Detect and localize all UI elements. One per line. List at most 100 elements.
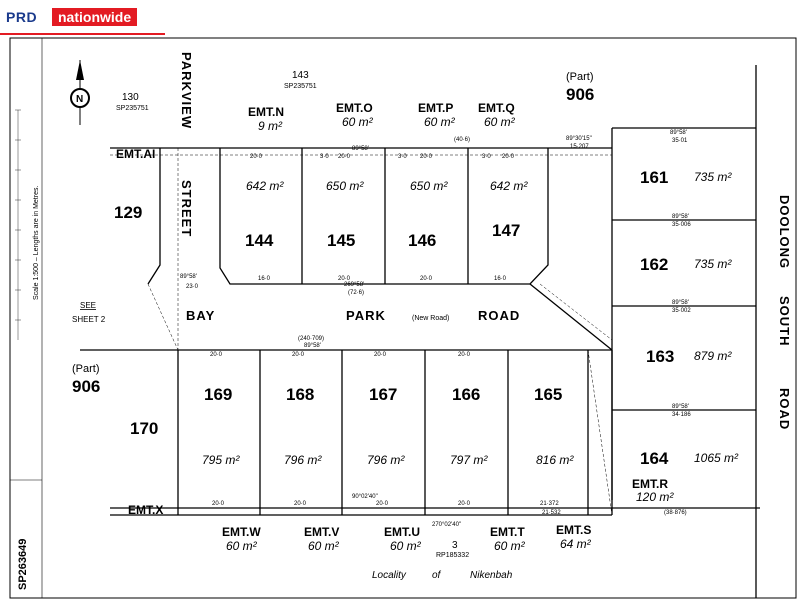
- svg-text:90°02'40": 90°02'40": [352, 494, 378, 500]
- plan-number: SP263649: [17, 539, 29, 590]
- svg-text:(40·6): (40·6): [454, 137, 470, 143]
- locality-word: Locality: [372, 570, 407, 581]
- svg-text:20·0: 20·0: [458, 501, 471, 507]
- brand-underline: [0, 33, 165, 35]
- lot-130-label: 130: [122, 92, 139, 103]
- easement-p: EMT.P 60 m²: [418, 101, 456, 129]
- brand-logo: PRD nationwide: [0, 0, 165, 35]
- svg-text:165: 165: [534, 385, 562, 404]
- lot-143-plan: SP235751: [284, 83, 317, 90]
- svg-text:20·0: 20·0: [502, 154, 515, 160]
- svg-text:(38·876): (38·876): [664, 510, 687, 516]
- svg-text:20·0: 20·0: [376, 501, 389, 507]
- lot-130-plan: SP235751: [116, 105, 149, 112]
- lot-166: 166 797 m²: [450, 385, 488, 467]
- svg-text:20·0: 20·0: [250, 154, 263, 160]
- street-road: ROAD: [478, 308, 520, 323]
- svg-text:89°58': 89°58': [672, 404, 689, 410]
- svg-text:161: 161: [640, 168, 668, 187]
- svg-text:60 m²: 60 m²: [494, 539, 526, 553]
- svg-text:EMT.S: EMT.S: [556, 523, 591, 537]
- svg-text:16·0: 16·0: [494, 276, 507, 282]
- lot-167: 167 796 m²: [367, 385, 405, 467]
- lot-144: 642 m² 144: [245, 179, 284, 250]
- svg-text:EMT.W: EMT.W: [222, 525, 261, 539]
- svg-text:167: 167: [369, 385, 397, 404]
- svg-text:642 m²: 642 m²: [246, 179, 284, 193]
- svg-text:35·002: 35·002: [672, 308, 691, 314]
- lot-3-label: 3: [452, 540, 458, 551]
- svg-text:650 m²: 650 m²: [410, 179, 448, 193]
- scale-ruler: [15, 109, 21, 340]
- street-parkview: PARKVIEW: [179, 52, 194, 129]
- locality-of: of: [432, 570, 442, 581]
- svg-text:1065 m²: 1065 m²: [694, 451, 739, 465]
- lot-145: 650 m² 145: [326, 179, 364, 250]
- easement-n: EMT.N 9 m²: [248, 105, 284, 133]
- easement-r: EMT.R 120 m²: [632, 477, 674, 504]
- svg-text:796 m²: 796 m²: [284, 453, 322, 467]
- svg-text:21·372: 21·372: [540, 501, 559, 507]
- svg-text:89°58': 89°58': [180, 274, 197, 280]
- svg-text:60 m²: 60 m²: [226, 539, 258, 553]
- lot-165: 165 816 m²: [534, 385, 574, 467]
- lot-3-plan: RP185332: [436, 552, 469, 559]
- easement-ai: EMT.AI: [116, 147, 155, 161]
- svg-text:146: 146: [408, 231, 436, 250]
- svg-text:120 m²: 120 m²: [636, 490, 674, 504]
- locality-name: Nikenbah: [470, 570, 513, 581]
- street-bay: BAY: [186, 308, 215, 323]
- brand-prd: PRD: [6, 9, 38, 25]
- svg-text:20·0: 20·0: [294, 501, 307, 507]
- scale-note: Scale 1:500 – Lengths are in Metres.: [33, 186, 40, 300]
- north-arrow-icon: N: [70, 60, 90, 125]
- lot-168: 168 796 m²: [284, 385, 322, 467]
- lot-162: 162 735 m²: [640, 255, 732, 274]
- lot-147: 642 m² 147: [490, 179, 528, 240]
- svg-text:(240·709): (240·709): [298, 336, 324, 342]
- svg-text:642 m²: 642 m²: [490, 179, 528, 193]
- svg-text:270°02'40": 270°02'40": [432, 522, 461, 528]
- svg-text:9 m²: 9 m²: [258, 119, 283, 133]
- lot-163: 163 879 m²: [646, 347, 732, 366]
- svg-text:EMT.N: EMT.N: [248, 105, 284, 119]
- svg-text:EMT.Q: EMT.Q: [478, 101, 515, 115]
- easement-u: EMT.U 60 m²: [384, 525, 422, 553]
- svg-text:20·0: 20·0: [374, 352, 387, 358]
- lot-170: 170: [130, 419, 158, 438]
- svg-text:16·0: 16·0: [258, 276, 271, 282]
- svg-text:168: 168: [286, 385, 314, 404]
- svg-text:3·0: 3·0: [482, 154, 491, 160]
- svg-text:735 m²: 735 m²: [694, 170, 732, 184]
- svg-text:89°58': 89°58': [672, 300, 689, 306]
- svg-text:796 m²: 796 m²: [367, 453, 405, 467]
- boundary-lines: [80, 65, 760, 598]
- svg-text:15·207: 15·207: [570, 144, 589, 150]
- svg-text:164: 164: [640, 449, 669, 468]
- lot-161: 161 735 m²: [640, 168, 732, 187]
- lot-143-label: 143: [292, 70, 309, 81]
- svg-text:269°58': 269°58': [344, 282, 364, 288]
- lot-169: 169 795 m²: [202, 385, 240, 467]
- svg-text:3·0: 3·0: [398, 154, 407, 160]
- svg-text:EMT.O: EMT.O: [336, 101, 373, 115]
- svg-text:879 m²: 879 m²: [694, 349, 732, 363]
- svg-text:169: 169: [204, 385, 232, 404]
- dimension-labels: 20·0 20·0 20·0 20·0 3·0 3·0 3·0 16·0 20·…: [180, 130, 691, 528]
- street-doolong: DOOLONG: [777, 195, 792, 269]
- svg-text:89°58': 89°58': [672, 214, 689, 220]
- svg-text:60 m²: 60 m²: [424, 115, 456, 129]
- svg-text:20·0: 20·0: [420, 154, 433, 160]
- svg-text:60 m²: 60 m²: [308, 539, 340, 553]
- svg-text:144: 144: [245, 231, 274, 250]
- svg-text:EMT.U: EMT.U: [384, 525, 420, 539]
- svg-text:163: 163: [646, 347, 674, 366]
- svg-text:20·0: 20·0: [458, 352, 471, 358]
- easement-w: EMT.W 60 m²: [222, 525, 261, 553]
- easement-t: EMT.T 60 m²: [490, 525, 526, 553]
- svg-text:64 m²: 64 m²: [560, 537, 592, 551]
- svg-text:60 m²: 60 m²: [342, 115, 374, 129]
- svg-text:EMT.R: EMT.R: [632, 477, 668, 491]
- svg-text:650 m²: 650 m²: [326, 179, 364, 193]
